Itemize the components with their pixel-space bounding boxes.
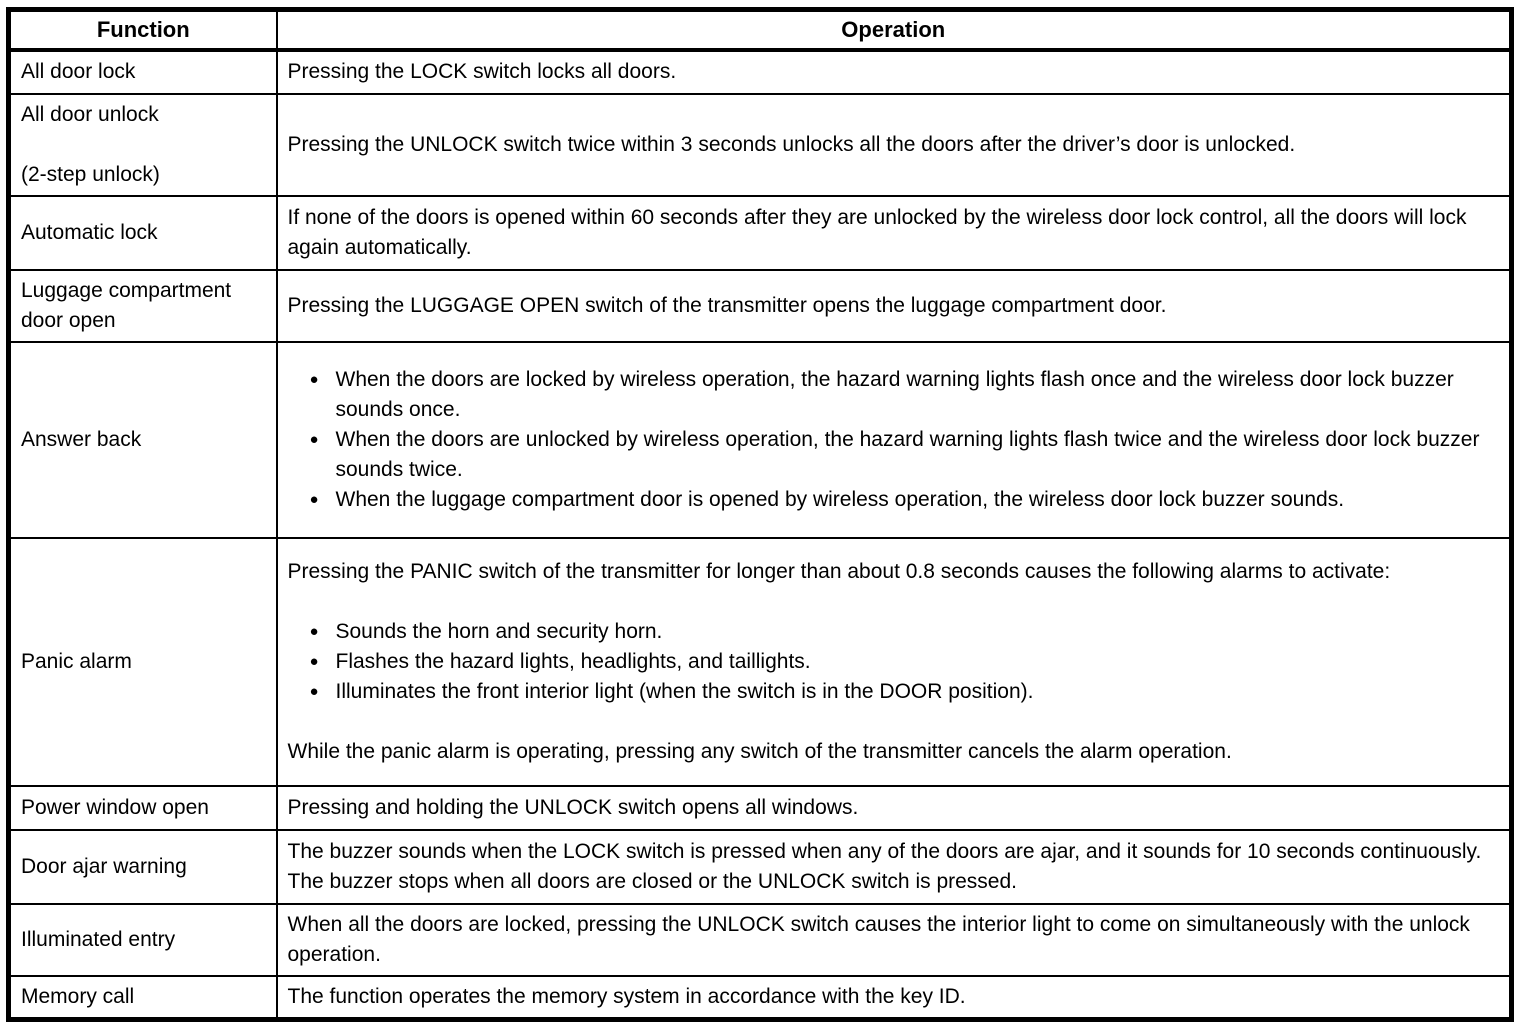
operation-paragraph: Pressing the LOCK switch locks all doors… (287, 60, 677, 83)
table-row: Memory call The function operates the mem… (7, 974, 1513, 1021)
operation-cell: ● When the doors are locked by wireless o… (275, 340, 1513, 539)
function-cell: Power window open (7, 784, 278, 831)
operation-paragraph: Pressing and holding the UNLOCK switch o… (287, 795, 859, 819)
function-cell: Luggage compartment door open (7, 268, 278, 343)
table-row: Panic alarm Pressing the PANIC switch of … (7, 536, 1513, 787)
operation-cell: Pressing the LUGGAGE OPEN switch of the … (275, 268, 1513, 343)
bullet-icon: ● (309, 430, 319, 448)
list-item: ● Illuminates the front interior light (w… (288, 677, 1496, 707)
table-row: Door ajar warning The buzzer sounds when … (7, 828, 1513, 905)
table-row: Automatic lock If none of the doors is op… (7, 194, 1513, 271)
function-cell: Door ajar warning (7, 828, 278, 905)
table-row: Luggage compartment door open Pressing th… (7, 268, 1513, 343)
table-body: All door lock Pressing the LOCK switch lo… (7, 48, 1513, 1021)
operation-cell: The buzzer sounds when the LOCK switch i… (275, 828, 1513, 905)
function-label: Answer back (21, 427, 142, 451)
function-cell: All door unlock (2-step unlock) (7, 92, 278, 197)
table-row: All door unlock (2-step unlock) Pressing t… (7, 92, 1513, 197)
function-label: Memory call (21, 984, 135, 1008)
operation-paragraph: The buzzer sounds when the LOCK switch i… (287, 839, 1482, 893)
function-label: Power window open (21, 795, 209, 819)
header-operation: Operation (275, 8, 1513, 52)
operation-list: ● When the doors are locked by wireless o… (288, 365, 1496, 515)
function-cell: Answer back (7, 340, 278, 539)
table-header: Function Operation (7, 8, 1513, 52)
operation-paragraph: The function operates the memory system … (287, 984, 966, 1008)
list-item-text: When the luggage compartment door is ope… (335, 487, 1345, 511)
operation-cell: Pressing the PANIC switch of the transmi… (275, 536, 1513, 787)
bullet-icon: ● (309, 490, 319, 508)
operation-cell: Pressing and holding the UNLOCK switch o… (275, 784, 1513, 831)
operation-cell: Pressing the LOCK switch locks all doors… (275, 48, 1513, 95)
function-cell: Automatic lock (7, 194, 278, 271)
list-item-text: When the doors are unlocked by wireless … (335, 427, 1480, 481)
list-item-text: Flashes the hazard lights, headlights, a… (335, 649, 811, 673)
function-label: Automatic lock (21, 220, 158, 244)
function-label: (2-step unlock) (21, 162, 160, 186)
list-item: ● When the luggage compartment door is op… (288, 485, 1496, 515)
function-label: Illuminated entry (21, 927, 176, 951)
table-row: Answer back ● When the doors are locked by… (7, 340, 1513, 539)
list-item: ● When the doors are locked by wireless o… (288, 365, 1496, 425)
bullet-icon: ● (309, 370, 319, 388)
function-label: All door lock (21, 60, 136, 83)
list-item: ● Sounds the horn and security horn. (288, 617, 1496, 647)
operation-paragraph: Pressing the PANIC switch of the transmi… (287, 559, 1391, 583)
list-item: ● Flashes the hazard lights, headlights, … (288, 647, 1496, 677)
function-label: All door unlock (21, 102, 159, 126)
list-item-text: Sounds the horn and security horn. (335, 619, 663, 643)
function-cell: Memory call (7, 974, 278, 1021)
function-label: Door ajar warning (21, 854, 187, 878)
header-function: Function (7, 8, 278, 52)
operation-paragraph: While the panic alarm is operating, pres… (287, 739, 1232, 763)
table-row: All door lock Pressing the LOCK switch lo… (7, 48, 1513, 95)
operation-paragraph: Pressing the LUGGAGE OPEN switch of the … (287, 293, 1167, 317)
bullet-icon: ● (309, 682, 319, 700)
operation-paragraph: When all the doors are locked, pressing … (287, 912, 1470, 966)
list-item-text: When the doors are locked by wireless op… (335, 367, 1454, 421)
operation-cell: Pressing the UNLOCK switch twice within … (275, 92, 1513, 197)
list-item: ● When the doors are unlocked by wireless… (288, 425, 1496, 485)
operation-cell: If none of the doors is opened within 60… (275, 194, 1513, 271)
function-cell: All door lock (7, 48, 278, 95)
function-label: Luggage compartment door open (21, 278, 232, 332)
table-row: Illuminated entry When all the doors are … (7, 902, 1513, 977)
list-item-text: Illuminates the front interior light (wh… (335, 679, 1034, 703)
header-row: Function Operation (7, 8, 1513, 52)
function-cell: Illuminated entry (7, 902, 278, 977)
operation-cell: The function operates the memory system … (275, 974, 1513, 1021)
function-cell: Panic alarm (7, 536, 278, 787)
operation-cell: When all the doors are locked, pressing … (275, 902, 1513, 977)
operation-paragraph: Pressing the UNLOCK switch twice within … (287, 132, 1296, 156)
table-row: Power window open Pressing and holding th… (7, 784, 1513, 831)
bullet-icon: ● (309, 622, 319, 640)
operation-list: ● Sounds the horn and security horn. ● Flas… (288, 617, 1496, 707)
function-label: Panic alarm (21, 649, 132, 673)
bullet-icon: ● (309, 652, 319, 670)
operation-paragraph: If none of the doors is opened within 60… (287, 205, 1467, 259)
